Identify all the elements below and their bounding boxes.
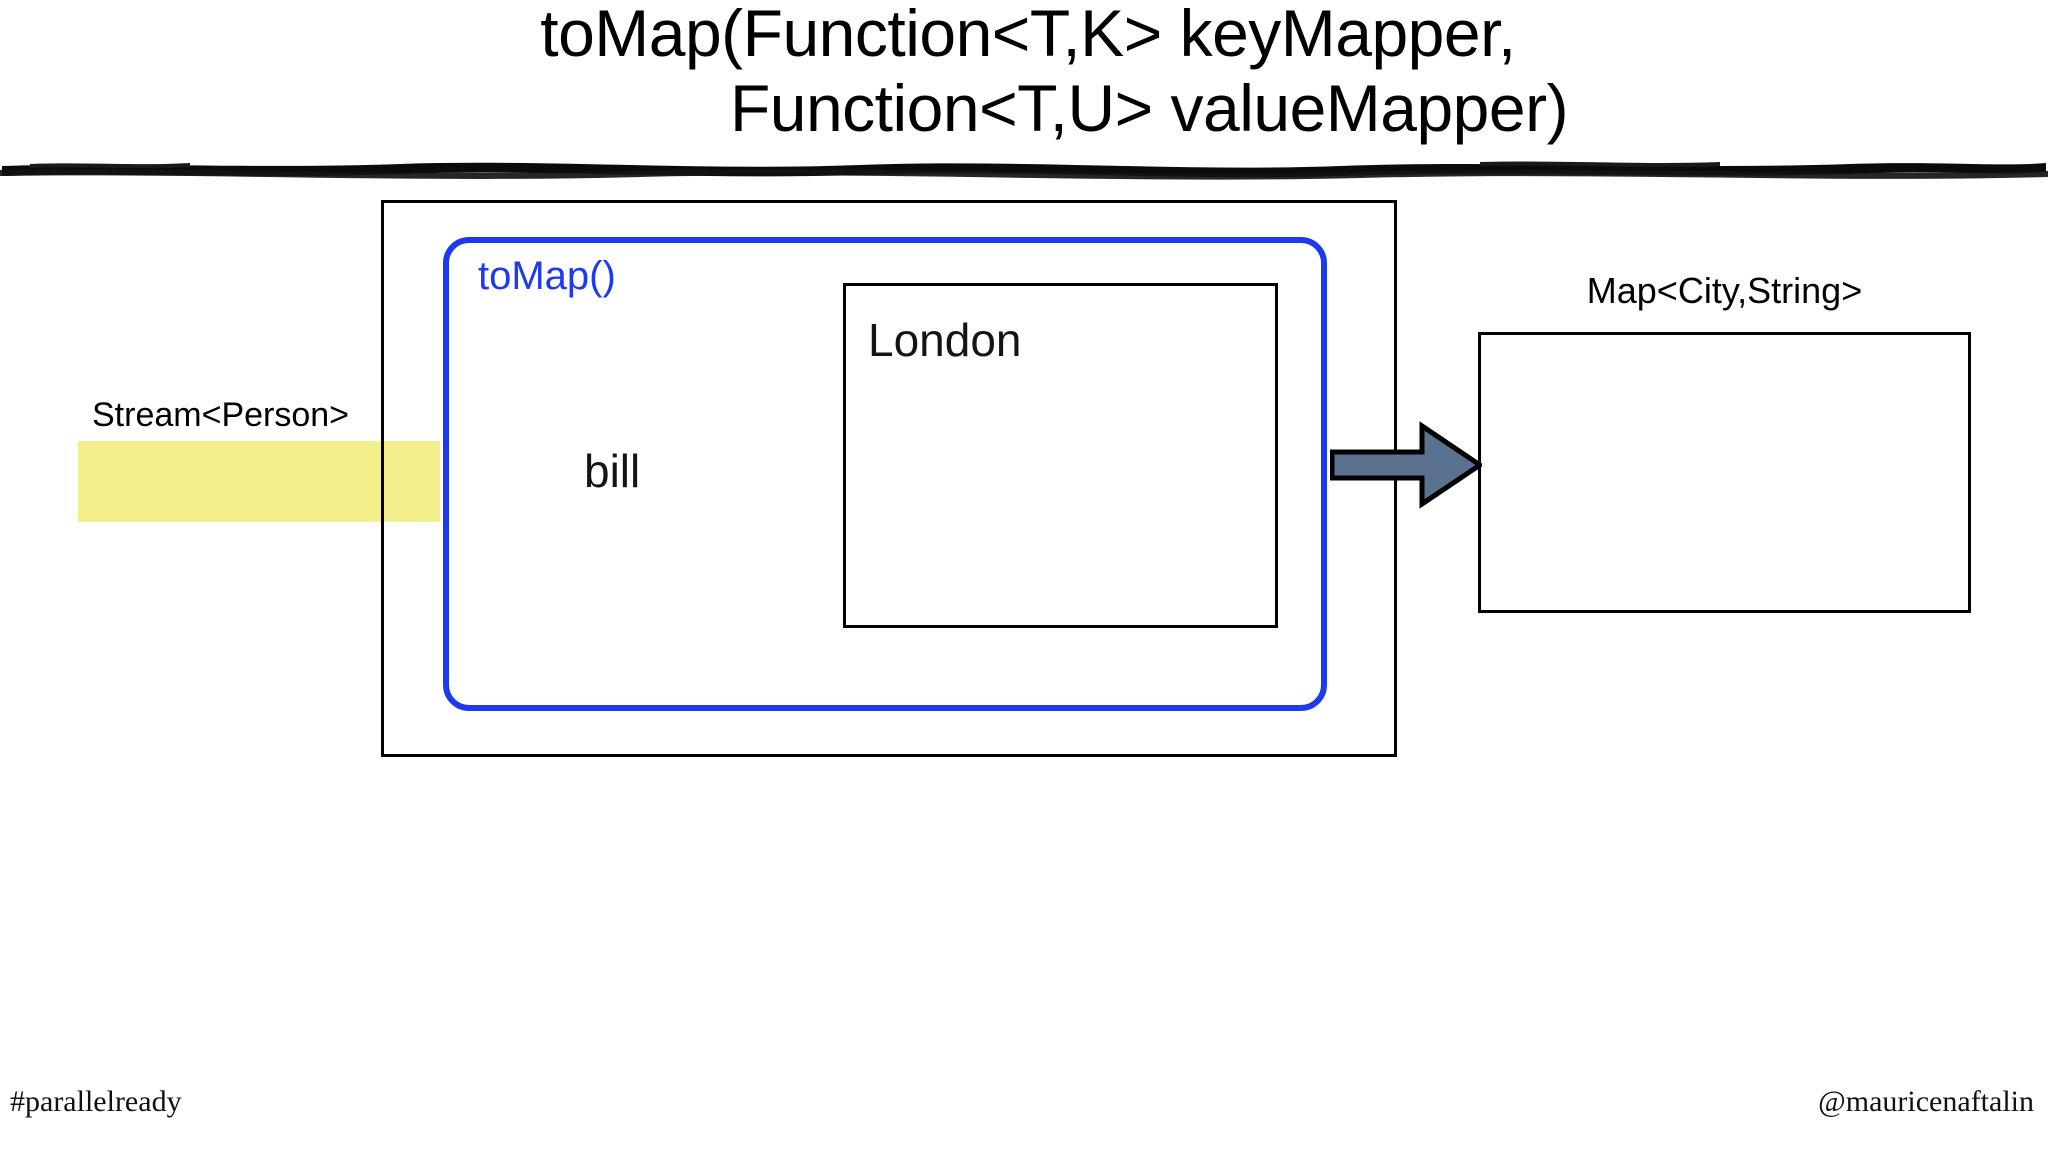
result-map-box [1478, 332, 1971, 613]
tomap-collector-box [443, 237, 1327, 711]
stream-source-band [78, 441, 440, 522]
element-value-label: bill [584, 445, 641, 497]
key-group-box [843, 283, 1278, 628]
flow-arrow [1330, 420, 1482, 510]
result-map-label: Map<City,String> [1586, 270, 1863, 311]
stream-source-label: Stream<Person> [92, 396, 350, 434]
title-divider-rule [0, 150, 2048, 184]
footer-handle: @mauricenaftalin [1818, 1085, 2034, 1118]
arrow-right-icon [1330, 421, 1482, 509]
brush-stroke-icon [0, 161, 2048, 180]
tomap-collector-label: toMap() [478, 254, 616, 298]
footer-hashtag: #parallelready [10, 1085, 182, 1118]
page-title-line-2: Function<T,U> valueMapper) [729, 71, 1569, 146]
key-group-label: London [868, 314, 1022, 366]
page-title-line-1: toMap(Function<T,K> keyMapper, [540, 0, 1516, 70]
page-title: toMap(Function<T,K> keyMapper, Function<… [0, 0, 2048, 146]
